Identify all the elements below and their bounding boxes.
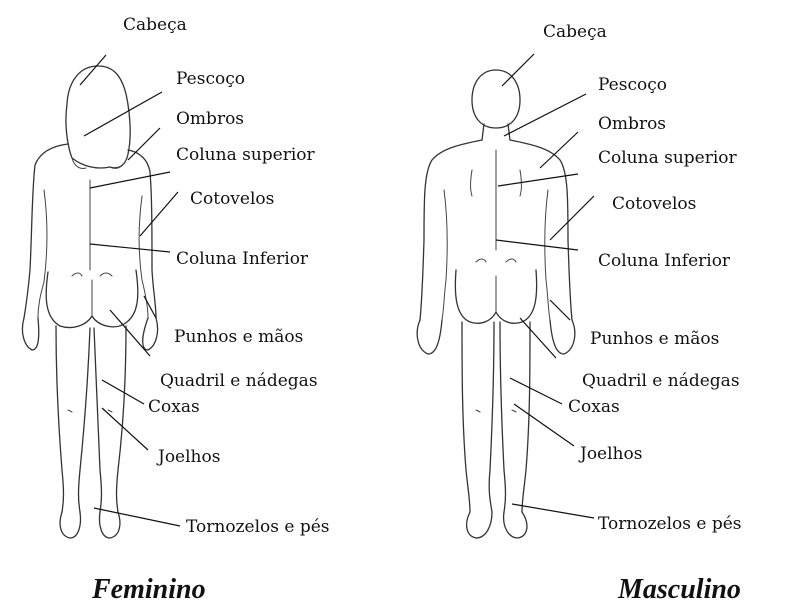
male-label-ankles-feet: Tornozelos e pés <box>598 514 742 534</box>
female-label-neck: Pescoço <box>176 69 245 89</box>
male-label-thighs: Coxas <box>568 397 620 417</box>
male-knee-marks <box>476 410 516 412</box>
male-head <box>472 70 520 128</box>
female-leader-ankles <box>94 508 180 526</box>
male-label-head: Cabeça <box>543 22 607 42</box>
female-leader-shoulders <box>128 128 160 160</box>
male-caption: Masculino <box>617 574 741 605</box>
male-label-lower-spine: Coluna Inferior <box>598 251 731 271</box>
male-buttocks-detail <box>476 259 516 312</box>
male-label-elbows: Cotovelos <box>612 194 696 214</box>
male-hands <box>417 320 575 354</box>
female-leader-thighs <box>102 380 144 404</box>
female-label-knees: Joelhos <box>156 447 220 467</box>
female-label-shoulders: Ombros <box>176 109 244 129</box>
male-leader-thighs <box>510 378 562 404</box>
male-leader-lower-spine <box>496 240 578 250</box>
female-legs <box>56 326 126 512</box>
male-label-shoulders: Ombros <box>598 114 666 134</box>
female-label-lower-spine: Coluna Inferior <box>176 249 309 269</box>
female-leader-lower-spine <box>90 244 170 252</box>
male-label-upper-spine: Coluna superior <box>598 148 738 168</box>
female-caption: Feminino <box>91 574 206 605</box>
female-label-head: Cabeça <box>123 15 187 35</box>
female-label-elbows: Cotovelos <box>190 189 274 209</box>
female-label-upper-spine: Coluna superior <box>176 145 316 165</box>
female-leader-knees <box>102 408 148 450</box>
male-leader-elbows <box>550 196 594 240</box>
female-buttocks-detail <box>72 273 112 316</box>
male-leader-wrists <box>550 300 570 320</box>
female-inner-sides <box>38 190 148 318</box>
female-labels: Cabeça Pescoço Ombros Coluna superior Co… <box>123 15 330 537</box>
female-label-thighs: Coxas <box>148 397 200 417</box>
female-leader-neck <box>84 92 162 136</box>
male-legs <box>462 322 530 512</box>
female-hair <box>66 66 130 168</box>
male-spine <box>471 150 522 250</box>
male-label-neck: Pescoço <box>598 75 667 95</box>
male-label-knees: Joelhos <box>578 444 642 464</box>
female-leader-upper-spine <box>90 172 170 188</box>
male-figure <box>417 70 575 538</box>
female-figure <box>22 66 157 538</box>
male-label-wrists-hands: Punhos e mãos <box>590 329 719 349</box>
female-label-wrists-hands: Punhos e mãos <box>174 327 303 347</box>
male-label-hip-buttocks: Quadril e nádegas <box>582 371 740 391</box>
male-leader-head <box>502 54 534 86</box>
female-feet <box>60 512 120 538</box>
male-feet <box>467 512 527 538</box>
male-labels: Cabeça Pescoço Ombros Coluna superior Co… <box>543 22 742 534</box>
female-leader-elbows <box>140 192 178 236</box>
male-leader-neck <box>504 94 586 136</box>
male-leader-knees <box>514 404 574 446</box>
female-label-hip-buttocks: Quadril e nádegas <box>160 371 318 391</box>
female-label-ankles-feet: Tornozelos e pés <box>186 517 330 537</box>
